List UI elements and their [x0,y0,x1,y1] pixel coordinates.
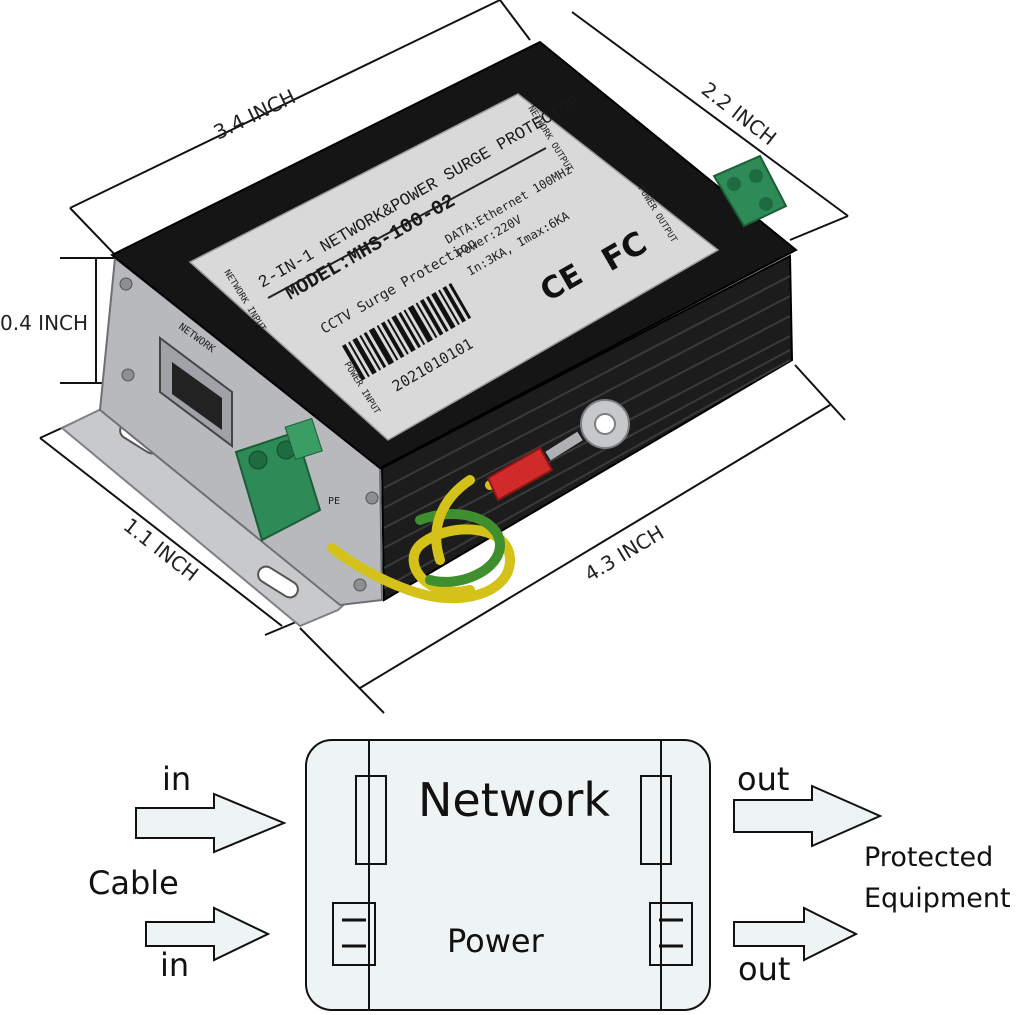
input-arrow-top [135,792,287,854]
output-arrow-top [733,784,883,848]
screw-icon [365,491,379,505]
terminal-block-input [234,417,323,542]
cable-label: Cable [88,864,179,902]
protected-label: Protected [864,842,993,873]
screw-icon [353,578,367,592]
equipment-label: Equipment [864,883,1011,914]
terminal-block-output [712,154,788,228]
schematic-box [305,739,711,1011]
ring-lug-barrel [545,431,583,461]
dimension-lines [39,0,849,714]
dim-label-height: 0.4 INCH [0,311,88,335]
network-in-connector [355,775,387,865]
network-label: Network [418,773,610,827]
input-arrow-bottom [145,906,271,962]
output-arrow-bottom [733,906,859,962]
dim-label-length-bottom: 4.3 INCH [580,520,668,586]
surge-protector-device: 2-IN-1 NETWORK&POWER SURGE PROTECTOR MOD… [60,40,798,628]
schematic-diagram: Network Power in Cable in out out Protec… [88,739,1011,1011]
barcode [342,283,472,381]
pe-label: PE [328,496,340,507]
out-label-bottom: out [738,950,790,988]
dim-label-length-top: 3.4 INCH [210,84,300,144]
power-label: Power [447,922,545,960]
ring-lug [486,446,554,502]
in-label-bottom: in [160,946,189,984]
rj45-opening [172,362,222,430]
in-label-top: in [162,760,191,798]
bracket-slot [257,565,299,599]
device-label [188,93,720,441]
out-label-top: out [737,760,789,798]
power-out-connector [649,902,693,966]
screw-icon [121,368,135,382]
power-in-connector [332,902,376,966]
network-out-connector [640,775,672,865]
screw-icon [119,277,133,291]
